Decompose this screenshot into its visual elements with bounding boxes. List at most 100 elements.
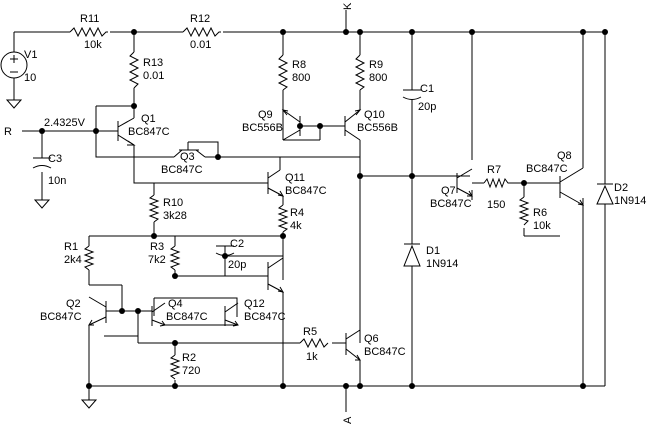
- resistors: [69, 26, 530, 380]
- q11-transistor: [267, 169, 285, 197]
- r2-value: 720: [182, 365, 200, 377]
- q12-value: BC847C: [244, 311, 286, 323]
- q12-ref: Q12: [244, 298, 265, 310]
- transistors: [88, 109, 585, 370]
- capacitors: [32, 89, 422, 256]
- q9-ref: Q9: [258, 109, 273, 121]
- q1-value: BC847C: [128, 126, 170, 138]
- r11-ref: R11: [80, 13, 99, 25]
- r6-ref: R6: [533, 207, 547, 219]
- r4-ref: R4: [290, 207, 304, 219]
- diodes: [403, 183, 614, 267]
- ground-icon: [80, 399, 98, 409]
- ref-voltage-label: 2.4325V: [44, 117, 86, 129]
- r1-symbol: [83, 245, 95, 271]
- c3-value: 10n: [48, 175, 66, 187]
- r9-value: 800: [369, 72, 387, 84]
- q4-ref: Q4: [168, 298, 183, 310]
- r8-value: 800: [292, 72, 310, 84]
- junction-dots: [39, 29, 608, 389]
- q9-value: BC556B: [242, 122, 283, 134]
- r10-value: 3k28: [163, 210, 187, 222]
- r13-ref: R13: [143, 57, 163, 69]
- d2-value: 1N914: [614, 195, 646, 207]
- r5-symbol: [299, 337, 329, 349]
- ground-icon: [5, 99, 23, 109]
- q4-value: BC847C: [166, 311, 208, 323]
- r13-value: 0.01: [143, 70, 164, 82]
- r7-symbol: [483, 177, 511, 189]
- d2-symbol: [596, 183, 614, 205]
- q6-value: BC847C: [364, 346, 406, 358]
- c3-symbol: [32, 157, 52, 169]
- c1-ref: C1: [420, 83, 434, 95]
- q3-ref: Q3: [180, 151, 195, 163]
- q10-transistor: [344, 109, 362, 141]
- r4-value: 4k: [290, 220, 302, 232]
- c2-value: 20p: [228, 259, 246, 271]
- q10-ref: Q10: [364, 109, 385, 121]
- r2-ref: R2: [182, 352, 196, 364]
- q10-value: BC556B: [357, 122, 398, 134]
- r5-value: 1k: [306, 351, 318, 363]
- r7-ref: R7: [487, 164, 501, 176]
- q7-ref: Q7: [441, 185, 456, 197]
- v1-source: [0, 51, 28, 79]
- ground-icon: [33, 199, 51, 209]
- r4-symbol: [277, 204, 289, 233]
- r3-ref: R3: [150, 241, 164, 253]
- r8-ref: R8: [292, 59, 306, 71]
- r12-symbol: [182, 26, 221, 38]
- q8-transistor: [559, 167, 585, 206]
- r11-symbol: [69, 26, 108, 38]
- c1-value: 20p: [418, 101, 436, 113]
- labels: V1 10 R11 10k R12 0.01 R13 0.01 R8 800 R…: [4, 2, 646, 424]
- q7-transistor: [456, 168, 473, 197]
- r12-ref: R12: [190, 13, 210, 25]
- q7-value: BC847C: [430, 198, 472, 210]
- r10-symbol: [148, 194, 160, 223]
- r3-symbol: [169, 245, 181, 271]
- q11-value: BC847C: [285, 185, 327, 197]
- r6-value: 10k: [533, 220, 551, 232]
- q-c2-transistor: [267, 257, 285, 293]
- r2-symbol: [169, 354, 181, 380]
- a-terminal-label: A: [342, 416, 354, 424]
- r9-ref: R9: [369, 59, 383, 71]
- c3-ref: C3: [48, 153, 62, 165]
- r6-symbol: [518, 196, 530, 226]
- d1-symbol: [403, 243, 421, 267]
- v1-value: 10: [24, 72, 36, 84]
- r11-value: 10k: [84, 39, 102, 51]
- r9-symbol: [354, 54, 366, 91]
- v1-ref: V1: [24, 49, 37, 61]
- r12-value: 0.01: [190, 39, 211, 51]
- r8-symbol: [277, 54, 289, 91]
- c1-symbol: [402, 89, 422, 100]
- r7-value: 150: [487, 199, 505, 211]
- q3-transistor: [173, 142, 206, 158]
- grounds: [5, 99, 98, 409]
- q6-ref: Q6: [364, 333, 379, 345]
- wires: [13, 10, 606, 412]
- q2-value: BC847C: [40, 311, 82, 323]
- k-terminal-label: K: [342, 2, 354, 10]
- r13-symbol: [128, 51, 140, 89]
- q12-transistor: [224, 302, 239, 327]
- q1-ref: Q1: [141, 113, 156, 125]
- q1-transistor: [117, 117, 136, 146]
- r3-value: 7k2: [148, 254, 166, 266]
- q4-transistor: [151, 302, 166, 327]
- r10-ref: R10: [163, 197, 183, 209]
- q8-value: BC847C: [526, 163, 568, 175]
- q2-ref: Q2: [66, 298, 81, 310]
- r-terminal-label: R: [4, 126, 12, 138]
- q8-ref: Q8: [557, 150, 572, 162]
- q6-transistor: [345, 329, 361, 370]
- q2-transistor: [88, 296, 107, 326]
- q3-value: BC847C: [161, 164, 203, 176]
- q11-ref: Q11: [285, 172, 305, 184]
- d1-ref: D1: [426, 245, 440, 257]
